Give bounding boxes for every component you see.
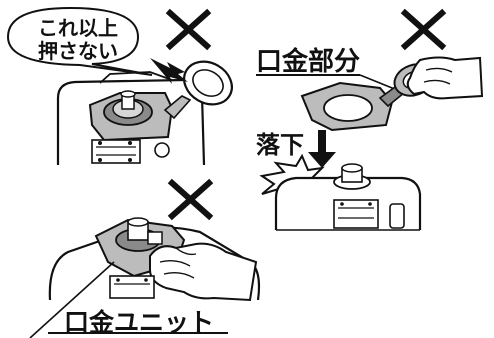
panel-hold-cap-unit: 口金ユニット <box>29 178 261 338</box>
drop-label: 落下 <box>256 131 304 159</box>
callout-bubble: これ以上 押さない <box>6 6 153 76</box>
down-arrow-icon <box>308 130 336 168</box>
callout-line-1: これ以上 <box>38 16 118 40</box>
press-arrow <box>150 58 188 84</box>
open-lid-1 <box>183 60 233 106</box>
panel-do-not-press: これ以上 押さない <box>6 6 233 166</box>
callout-line-2: 押さない <box>38 39 118 63</box>
x-mark-icon <box>165 8 212 51</box>
panel-dropped-cap: 口金部分 落下 <box>256 8 484 231</box>
cap-part-label: 口金部分 <box>256 46 360 77</box>
hand-3 <box>149 242 258 302</box>
hand-2 <box>406 56 484 100</box>
x-mark-icon <box>167 178 214 221</box>
x-mark-icon <box>400 8 447 51</box>
